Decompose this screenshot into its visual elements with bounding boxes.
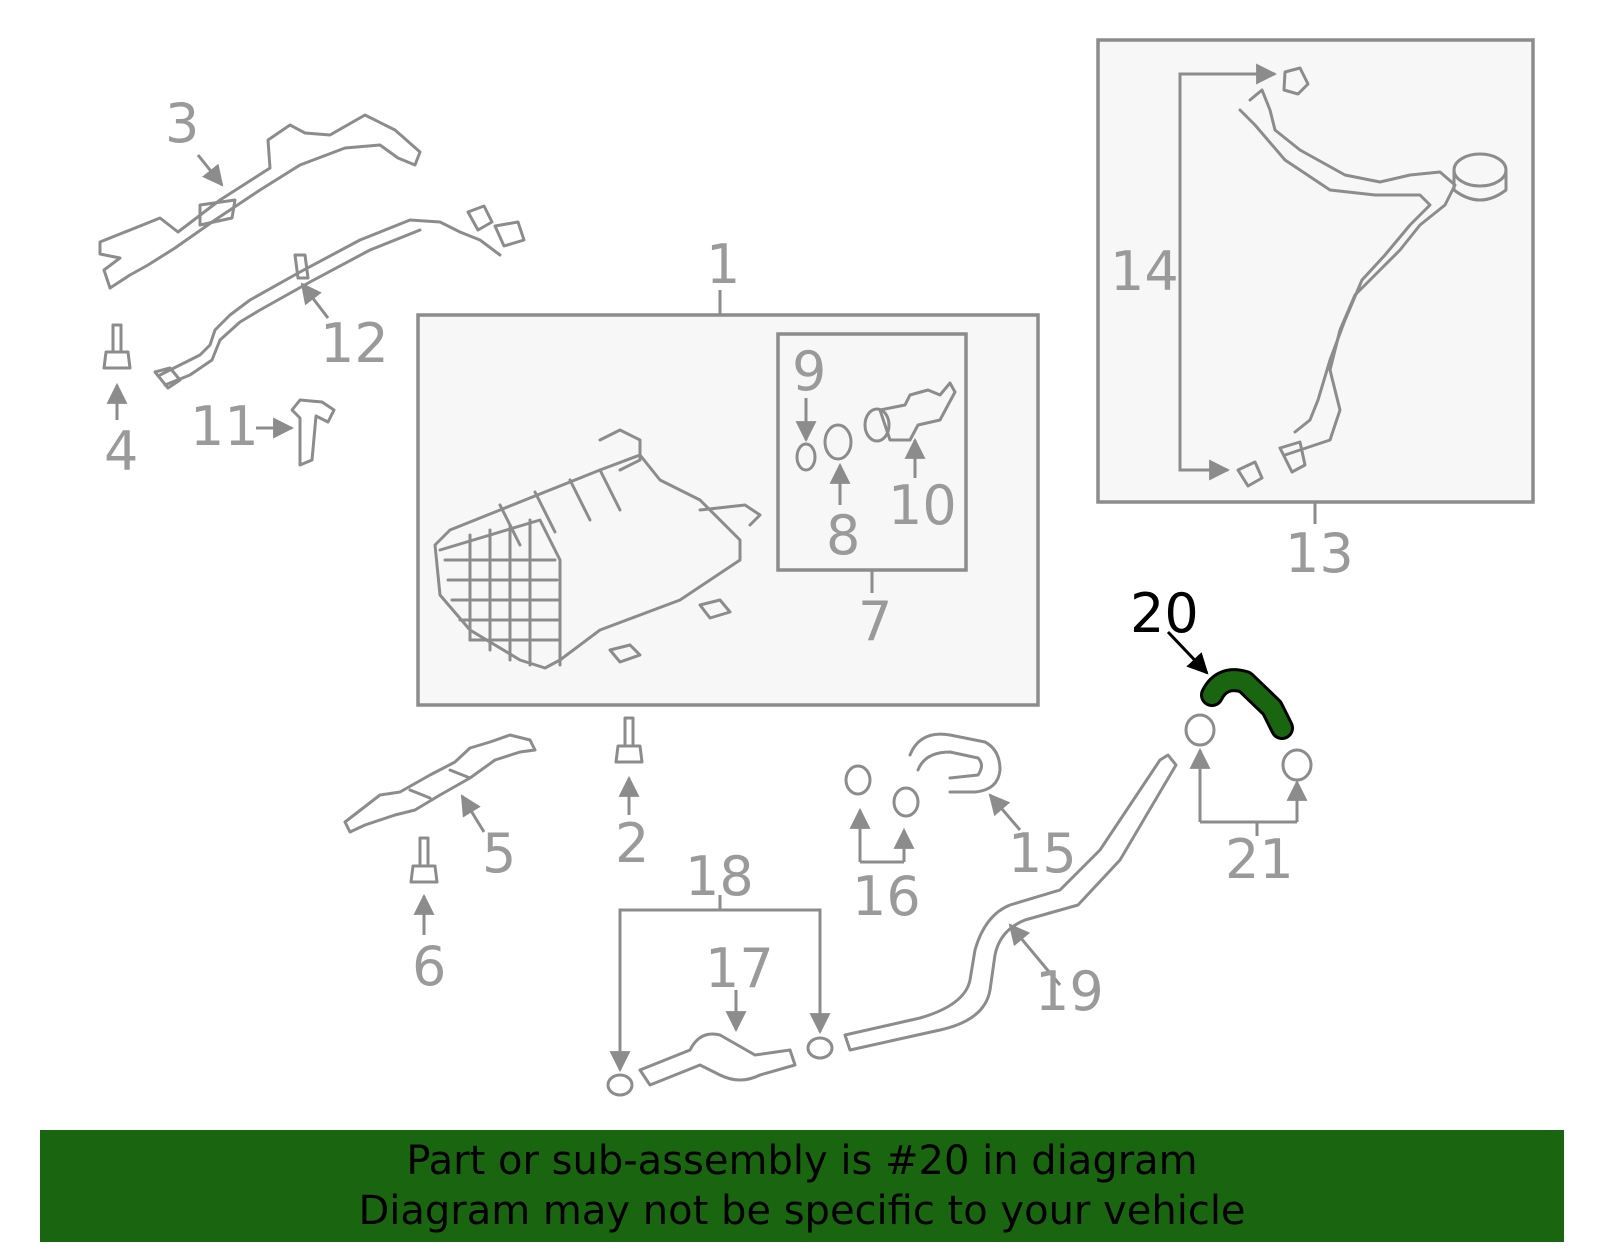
valve-kit-box <box>776 332 968 593</box>
callout-6: 6 <box>412 935 446 998</box>
callout-4: 4 <box>104 420 138 483</box>
part-19-hose <box>843 753 1178 1052</box>
callout-15: 15 <box>1008 822 1077 885</box>
callout-17: 17 <box>705 937 774 1000</box>
part-1-canister <box>433 428 762 670</box>
callout-14: 14 <box>1110 240 1179 303</box>
callout-16: 16 <box>852 865 921 928</box>
part-20-hose <box>1166 630 1294 740</box>
part-10-valve <box>863 381 957 478</box>
callout-19: 19 <box>1035 960 1104 1023</box>
part-16-clamps <box>844 764 920 864</box>
part-2-bolt <box>614 716 644 815</box>
part-21-clamps <box>1184 713 1313 836</box>
part-4-bolt <box>102 323 132 420</box>
callout-5: 5 <box>482 822 516 885</box>
part-14-pipe <box>1178 63 1508 488</box>
callout-13: 13 <box>1285 522 1354 585</box>
callout-11: 11 <box>190 395 259 458</box>
part-12-harness <box>153 204 526 390</box>
banner-line-2: Diagram may not be specific to your vehi… <box>358 1188 1246 1234</box>
part-18-clamps <box>606 895 834 1097</box>
callout-20: 20 <box>1130 582 1199 645</box>
pipe-assembly-box <box>1096 38 1535 524</box>
banner-line-1: Part or sub-assembly is #20 in diagram <box>406 1138 1198 1184</box>
callout-2: 2 <box>615 812 649 875</box>
part-17-hose <box>638 990 797 1087</box>
callout-8: 8 <box>826 504 860 567</box>
callout-12: 12 <box>320 312 389 375</box>
info-banner: Part or sub-assembly is #20 in diagram D… <box>40 1130 1564 1242</box>
part-3-bracket <box>98 113 422 290</box>
callout-7: 7 <box>858 590 892 653</box>
part-11-clip <box>256 398 336 467</box>
part-9-oring-small <box>795 398 817 472</box>
part-8-oring <box>823 423 853 505</box>
part-5-bracket <box>343 733 537 834</box>
callout-9: 9 <box>792 340 826 403</box>
callout-3: 3 <box>165 92 199 155</box>
callout-21: 21 <box>1225 828 1294 891</box>
part-6-bolt <box>409 836 439 935</box>
part-15-hose <box>908 732 1022 831</box>
callout-10: 10 <box>888 474 957 537</box>
callout-18: 18 <box>685 845 754 908</box>
callout-1: 1 <box>706 233 740 296</box>
